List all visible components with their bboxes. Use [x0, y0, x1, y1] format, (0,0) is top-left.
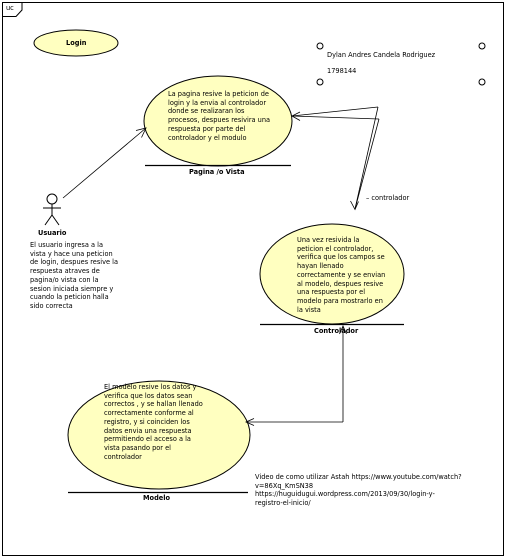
controlador-modelo-arrowhead-left [245, 418, 255, 426]
pagina-connector-arrowhead [291, 111, 301, 121]
usuario-actor-name: Usuario [38, 229, 67, 237]
frame-tag-box [2, 2, 23, 17]
controlador-connector-arrowhead [350, 200, 359, 211]
controlador-modelo-connector[interactable] [246, 326, 344, 423]
modelo-usecase[interactable] [67, 380, 251, 490]
usuario-actor-figure[interactable] [43, 193, 61, 226]
pagina-vista-description: La pagina resive la peticion de login y … [168, 90, 271, 142]
actor-to-pagina-association[interactable] [62, 127, 147, 199]
modelo-label: Modelo [143, 494, 171, 502]
controlador-connector-note: – controlador [366, 194, 410, 202]
pagina-vista-label: Pagina /o Vista [189, 168, 245, 176]
login-usecase-label: Login [66, 38, 87, 47]
author-note-handles[interactable] [316, 42, 486, 86]
usuario-actor-description: El usuario ingresa a la vista y hace una… [30, 241, 119, 310]
pagina-controlador-connector[interactable] [291, 106, 380, 210]
modelo-description: El modelo resive los datos y verifica qu… [104, 383, 203, 461]
controlador-description: Una vez resivida la peticion el controla… [297, 236, 386, 314]
actor-to-pagina-arrowhead [135, 127, 147, 138]
author-name: Dylan Andres Candela Rodriguez [327, 51, 436, 59]
frame-tag-label: uc [6, 4, 14, 12]
author-id: 1798144 [327, 67, 357, 75]
controlador-modelo-arrowhead-top [339, 325, 347, 335]
video-reference-note: Video de como utilizar Astah https://www… [255, 473, 462, 508]
controlador-label: Controlador [314, 327, 359, 335]
login-usecase[interactable] [33, 29, 119, 57]
